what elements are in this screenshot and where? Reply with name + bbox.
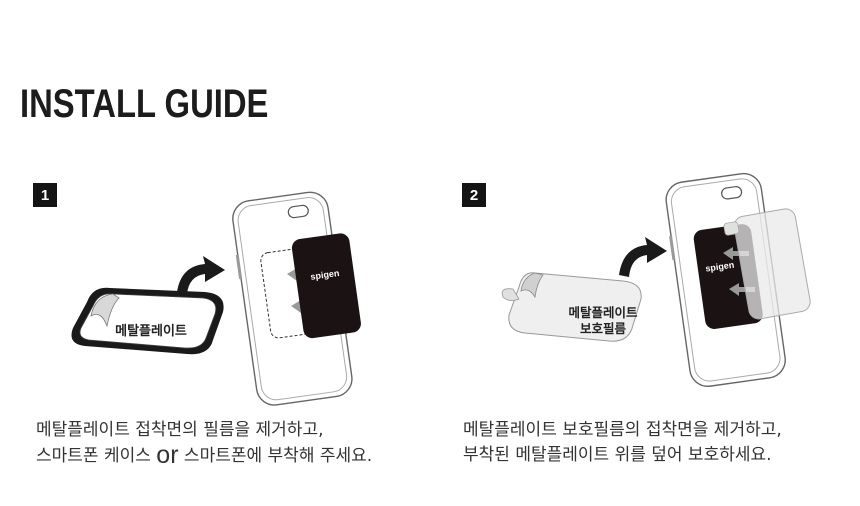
caption-line: 스마트폰 케이스 or 스마트폰에 부착해 주세요. xyxy=(36,441,373,469)
caption-line: 메탈플레이트 보호필름의 접착면을 제거하고, xyxy=(463,420,782,440)
step-1-caption: 메탈플레이트 접착면의 필름을 제거하고, 스마트폰 케이스 or 스마트폰에 … xyxy=(36,418,372,469)
caption-line: 부착된 메탈플레이트 위를 덮어 보호하세요. xyxy=(463,445,772,465)
step-1-badge: 1 xyxy=(33,183,57,207)
metal-plate-icon: 메탈플레이트 xyxy=(71,287,224,355)
caption-line: 메탈플레이트 접착면의 필름을 제거하고, xyxy=(36,420,324,440)
brand-logo: spigen xyxy=(310,268,340,282)
curved-arrow-icon xyxy=(619,237,667,277)
protective-film-icon: 메탈플레이트 보호필름 xyxy=(501,272,642,342)
step-2-illustration: 메탈플레이트 보호필름 spigen xyxy=(501,172,811,387)
or-text: or xyxy=(156,441,179,469)
plate-label-1: 메탈플레이트 xyxy=(568,305,638,320)
step-1-illustration: 메탈플레이트 spigen xyxy=(71,191,361,406)
applied-plate: spigen xyxy=(291,233,361,339)
curved-arrow-icon xyxy=(177,256,225,294)
step-2-caption: 메탈플레이트 보호필름의 접착면을 제거하고, 부착된 메탈플레이트 위를 덮어… xyxy=(463,418,782,468)
plate-label-2: 보호필름 xyxy=(580,321,627,336)
step-2-badge: 2 xyxy=(462,183,486,207)
brand-logo: spigen xyxy=(705,260,735,274)
plate-label: 메탈플레이트 xyxy=(115,323,187,339)
page-title: INSTALL GUIDE xyxy=(20,82,269,126)
protective-film-overlay xyxy=(723,208,811,320)
